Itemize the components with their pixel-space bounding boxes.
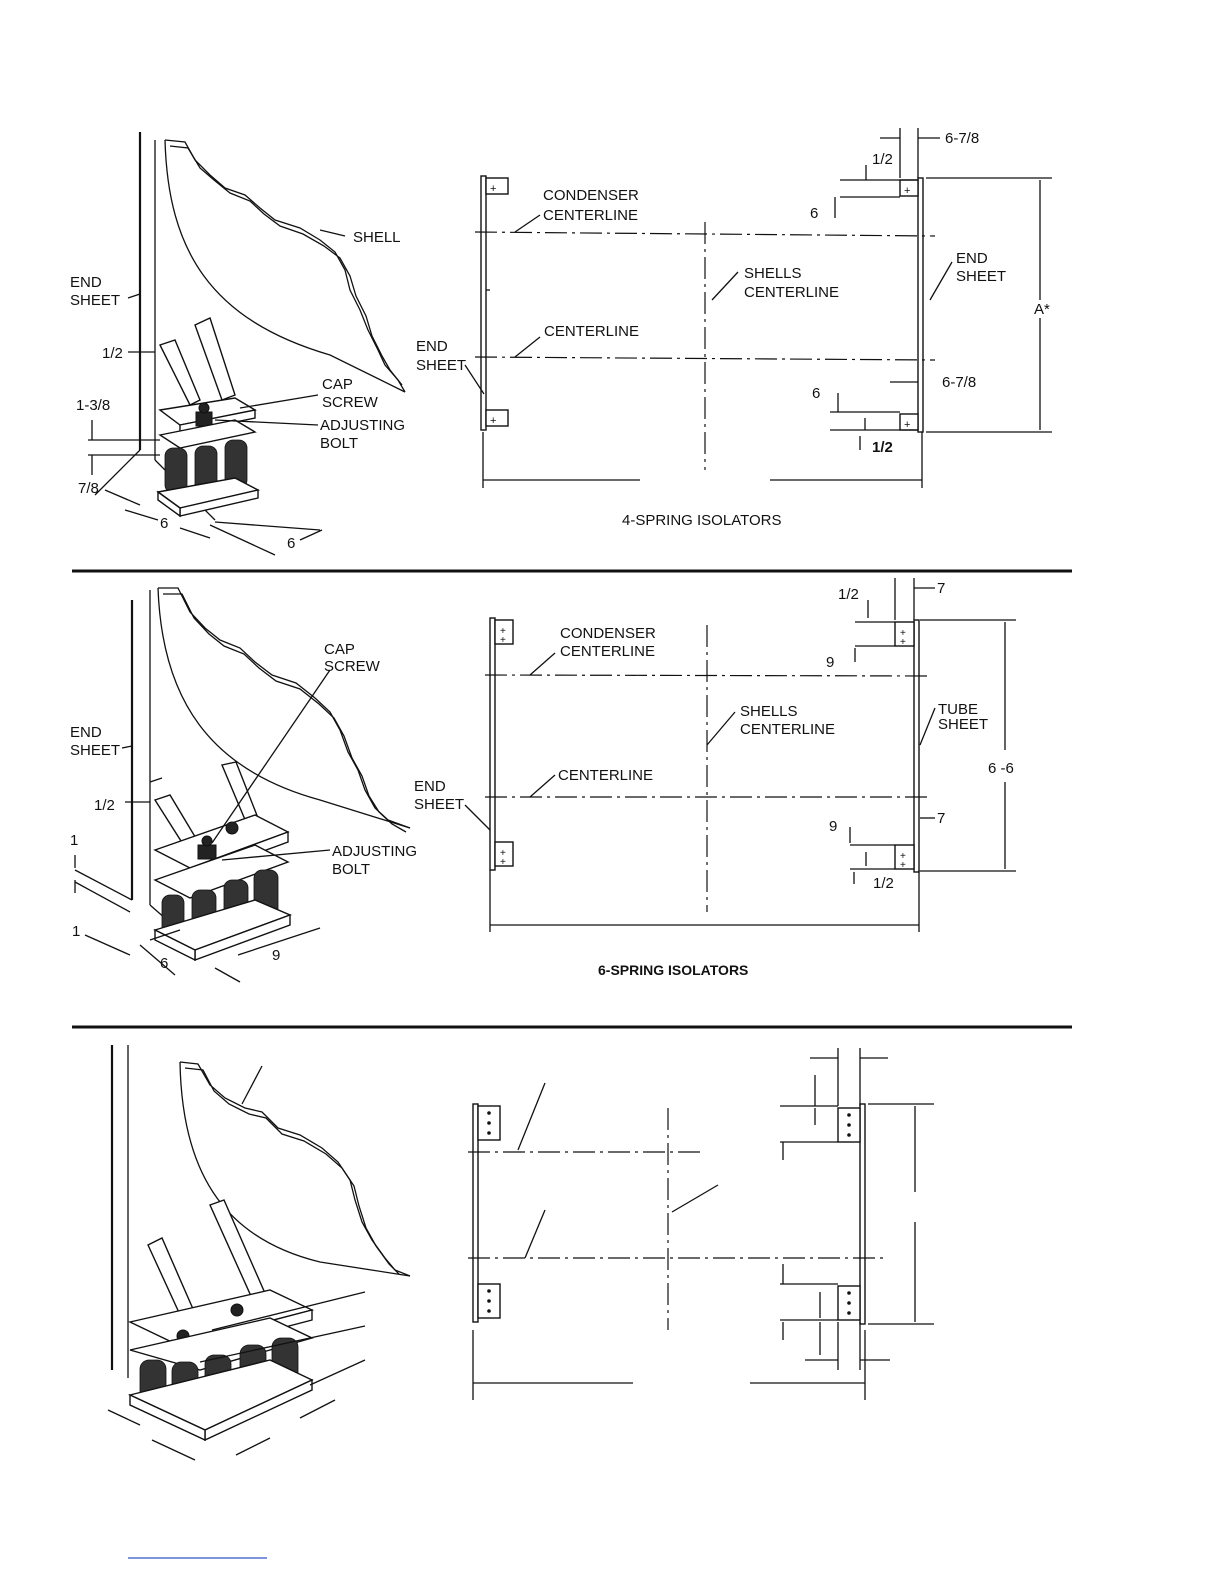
dim-6b: 6 (287, 535, 295, 552)
perspective-view-6-spring: END SHEET 1/2 1 1 6 9 CAP SCREW ADJUSTIN… (70, 587, 491, 983)
dim-half-top-s2: 1/2 (838, 586, 859, 603)
label-condenser-centerline: CONDENSER (543, 187, 639, 204)
label-condenser-centerline-s2: CONDENSER (560, 625, 656, 642)
label-shells-centerline: SHELLS (744, 265, 802, 282)
label-condenser-centerline-s2-2: CENTERLINE (560, 643, 655, 660)
dim-6-7-8-top: 6-7/8 (945, 130, 979, 147)
dim-1-top-s2: 1 (70, 832, 78, 849)
label-condenser-centerline-2: CENTERLINE (543, 207, 638, 224)
svg-text:+: + (900, 851, 906, 862)
dim-6-top: 6 (810, 205, 818, 222)
dim-6a: 6 (160, 515, 168, 532)
dim-half-bottom: 1/2 (872, 439, 893, 456)
label-cap-screw-s2: CAP (324, 641, 355, 658)
label-end-sheet-mid-s2-2: SHEET (414, 796, 464, 813)
label-shells-centerline-s2: SHELLS (740, 703, 798, 720)
svg-text:+: + (500, 626, 506, 637)
svg-text:+: + (900, 637, 906, 648)
dim-half-s2: 1/2 (94, 797, 115, 814)
label-adjusting-bolt: ADJUSTING (320, 417, 405, 434)
shell-wavy-edge-2 (158, 587, 411, 829)
label-cap-screw-2: SCREW (322, 394, 379, 411)
label-shells-centerline-2: CENTERLINE (744, 284, 839, 301)
label-end-sheet-mid-s2: END (414, 778, 446, 795)
dim-7-top-s2: 7 (937, 580, 945, 597)
label-end-sheet-left-s2: END (70, 724, 102, 741)
dim-9-s2: 9 (272, 947, 280, 964)
label-adjusting-bolt-2: BOLT (320, 435, 358, 452)
dim-6-7-8-bottom: 6-7/8 (942, 374, 976, 391)
caption-4-spring: 4-SPRING ISOLATORS (622, 512, 782, 529)
dim-half: 1/2 (102, 345, 123, 362)
svg-text:+: + (904, 185, 910, 197)
label-end-sheet-right: END (956, 250, 988, 267)
svg-text:+: + (500, 857, 506, 868)
label-cap-screw-s2-2: SCREW (324, 658, 381, 675)
label-end-sheet-mid: END (416, 338, 448, 355)
dim-1-3-8: 1-3/8 (76, 397, 110, 414)
dim-9-top-s2: 9 (826, 654, 834, 671)
dim-6-6: 6 -6 (988, 760, 1014, 777)
label-adjusting-bolt-s2-2: BOLT (332, 861, 370, 878)
dim-6-s2: 6 (160, 955, 168, 972)
svg-text:+: + (904, 419, 910, 431)
perspective-view-4-spring: END SHEET SHELL 1/2 1-3/8 7/8 6 6 CAP SC… (70, 132, 406, 556)
label-shell: SHELL (353, 229, 401, 246)
springs-4 (164, 439, 248, 495)
label-tube-sheet: TUBE (938, 701, 978, 718)
dim-half-bottom-s2: 1/2 (873, 875, 894, 892)
label-end-sheet-right-2: SHEET (956, 268, 1006, 285)
section-8-spring (107, 1045, 934, 1461)
dim-7-8: 7/8 (78, 480, 99, 497)
label-end-sheet-left: END (70, 274, 102, 291)
dim-7-bottom-s2: 7 (937, 810, 945, 827)
label-end-sheet-left-s2-2: SHEET (70, 742, 120, 759)
svg-text:+: + (490, 183, 496, 195)
svg-text:+: + (500, 848, 506, 859)
label-adjusting-bolt-s2: ADJUSTING (332, 843, 417, 860)
dim-6-bottom: 6 (812, 385, 820, 402)
label-cap-screw: CAP (322, 376, 353, 393)
plan-view-6-spring: + + + + + + + + (414, 578, 1016, 978)
svg-text:+: + (490, 415, 496, 427)
svg-text:+: + (900, 628, 906, 639)
label-centerline: CENTERLINE (544, 323, 639, 340)
shell-wavy-edge (164, 139, 406, 393)
svg-text:+: + (900, 860, 906, 871)
dim-a: A* (1034, 301, 1050, 318)
svg-text:+: + (500, 635, 506, 646)
plan-view-8-spring (468, 1048, 934, 1400)
label-centerline-s2: CENTERLINE (558, 767, 653, 784)
caption-6-spring: 6-SPRING ISOLATORS (598, 962, 748, 978)
section-6-spring: END SHEET 1/2 1 1 6 9 CAP SCREW ADJUSTIN… (70, 578, 1016, 983)
perspective-view-8-spring (107, 1045, 411, 1461)
section-4-spring: END SHEET SHELL 1/2 1-3/8 7/8 6 6 CAP SC… (70, 128, 1052, 556)
label-end-sheet-mid-2: SHEET (416, 357, 466, 374)
label-end-sheet-left-2: SHEET (70, 292, 120, 309)
plan-view-4-spring: + + + + (416, 128, 1052, 529)
label-tube-sheet-2: SHEET (938, 716, 988, 733)
label-shells-centerline-s2-2: CENTERLINE (740, 721, 835, 738)
dim-half-top: 1/2 (872, 151, 893, 168)
dim-9-bottom-s2: 9 (829, 818, 837, 835)
dim-1-bottom-s2: 1 (72, 923, 80, 940)
